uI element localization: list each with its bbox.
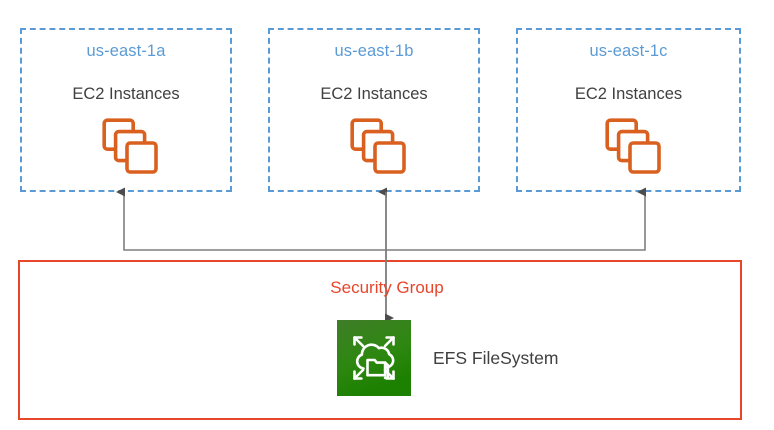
security-group-boundary[interactable] — [18, 260, 742, 420]
az-label-us-east-1c: us-east-1c — [589, 42, 668, 60]
az-label-us-east-1a: us-east-1a — [86, 42, 166, 60]
connector-efs-to-us-east-1c — [374, 187, 646, 251]
security-group-label: Security Group — [330, 278, 444, 297]
ec2-instances-label: EC2 Instances — [72, 85, 180, 103]
availability-zone-us-east-1a[interactable]: us-east-1a EC2 Instances — [20, 28, 232, 192]
connector-efs-to-us-east-1a — [116, 187, 374, 251]
availability-zone-us-east-1c[interactable]: us-east-1c EC2 Instances — [516, 28, 741, 192]
ec2-instances-icon[interactable] — [350, 118, 408, 176]
ec2-instances-icon[interactable] — [102, 118, 160, 176]
ec2-instances-icon[interactable] — [604, 118, 663, 176]
az-label-us-east-1b: us-east-1b — [334, 42, 414, 60]
ec2-instances-label: EC2 Instances — [320, 85, 428, 103]
efs-filesystem-label: EFS FileSystem — [433, 347, 559, 368]
efs-filesystem-icon[interactable] — [337, 320, 411, 396]
efs-filesystem-node[interactable]: EFS FileSystem — [337, 320, 558, 396]
ec2-instances-label: EC2 Instances — [574, 85, 683, 103]
availability-zone-us-east-1b[interactable]: us-east-1b EC2 Instances — [268, 28, 480, 192]
